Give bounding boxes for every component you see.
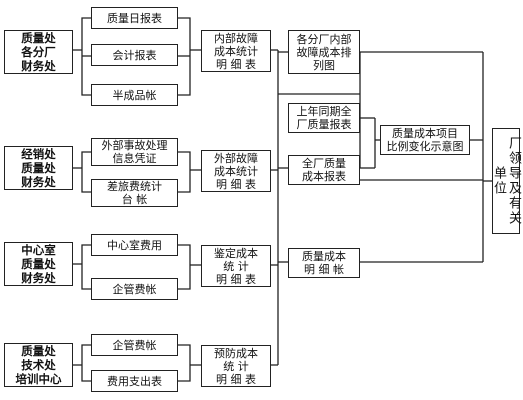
detail-box-appraisal: 鉴定成本 统 计 明 细 表	[201, 245, 271, 287]
input-box-accounting: 会计报表	[91, 44, 178, 66]
input-box-center-fee: 中心室费用	[91, 234, 178, 256]
report-box-pareto: 各分厂内部 故障成本排 列图	[288, 30, 360, 74]
input-box-semi-product: 半成品帐	[91, 84, 178, 106]
connector	[178, 344, 191, 382]
connector	[81, 344, 91, 382]
detail-box-external: 外部故障 成本统计 明 细 表	[201, 150, 271, 192]
connector	[178, 151, 191, 193]
source-box-1: 质量处 各分厂 财务处	[4, 30, 73, 74]
connector	[81, 151, 91, 193]
leaders-box: 厂领导及有关单位	[491, 128, 521, 234]
connector	[81, 244, 91, 290]
input-box-expense: 费用支出表	[91, 370, 178, 392]
source-box-3: 中心室 质量处 财务处	[4, 242, 73, 286]
detail-box-prevention: 预防成本 统 计 明 细 表	[201, 345, 271, 387]
input-box-mgmt-fee: 企管费帐	[91, 278, 178, 300]
report-box-plant-quality: 全厂质量 成本报表	[288, 155, 360, 185]
connector	[178, 244, 191, 290]
input-box-travel: 差旅费统计 台 帐	[91, 179, 178, 207]
input-box-quality-daily: 质量日报表	[91, 7, 178, 29]
report-box-ledger: 质量成本 明 细 帐	[288, 248, 360, 278]
source-box-4: 质量处 技术处 培训中心	[4, 343, 73, 387]
source-box-2: 经销处 质量处 财务处	[4, 146, 73, 190]
ratio-change-chart-box: 质量成本项目 比例变化示意图	[380, 125, 470, 155]
input-box-mgmt-fee-2: 企管费帐	[91, 334, 178, 356]
detail-box-internal: 内部故障 成本统计 明 细 表	[201, 30, 271, 72]
report-box-last-year: 上年同期全 厂质量报表	[288, 103, 360, 133]
input-box-external-incident: 外部事故处理 信息凭证	[91, 138, 178, 166]
